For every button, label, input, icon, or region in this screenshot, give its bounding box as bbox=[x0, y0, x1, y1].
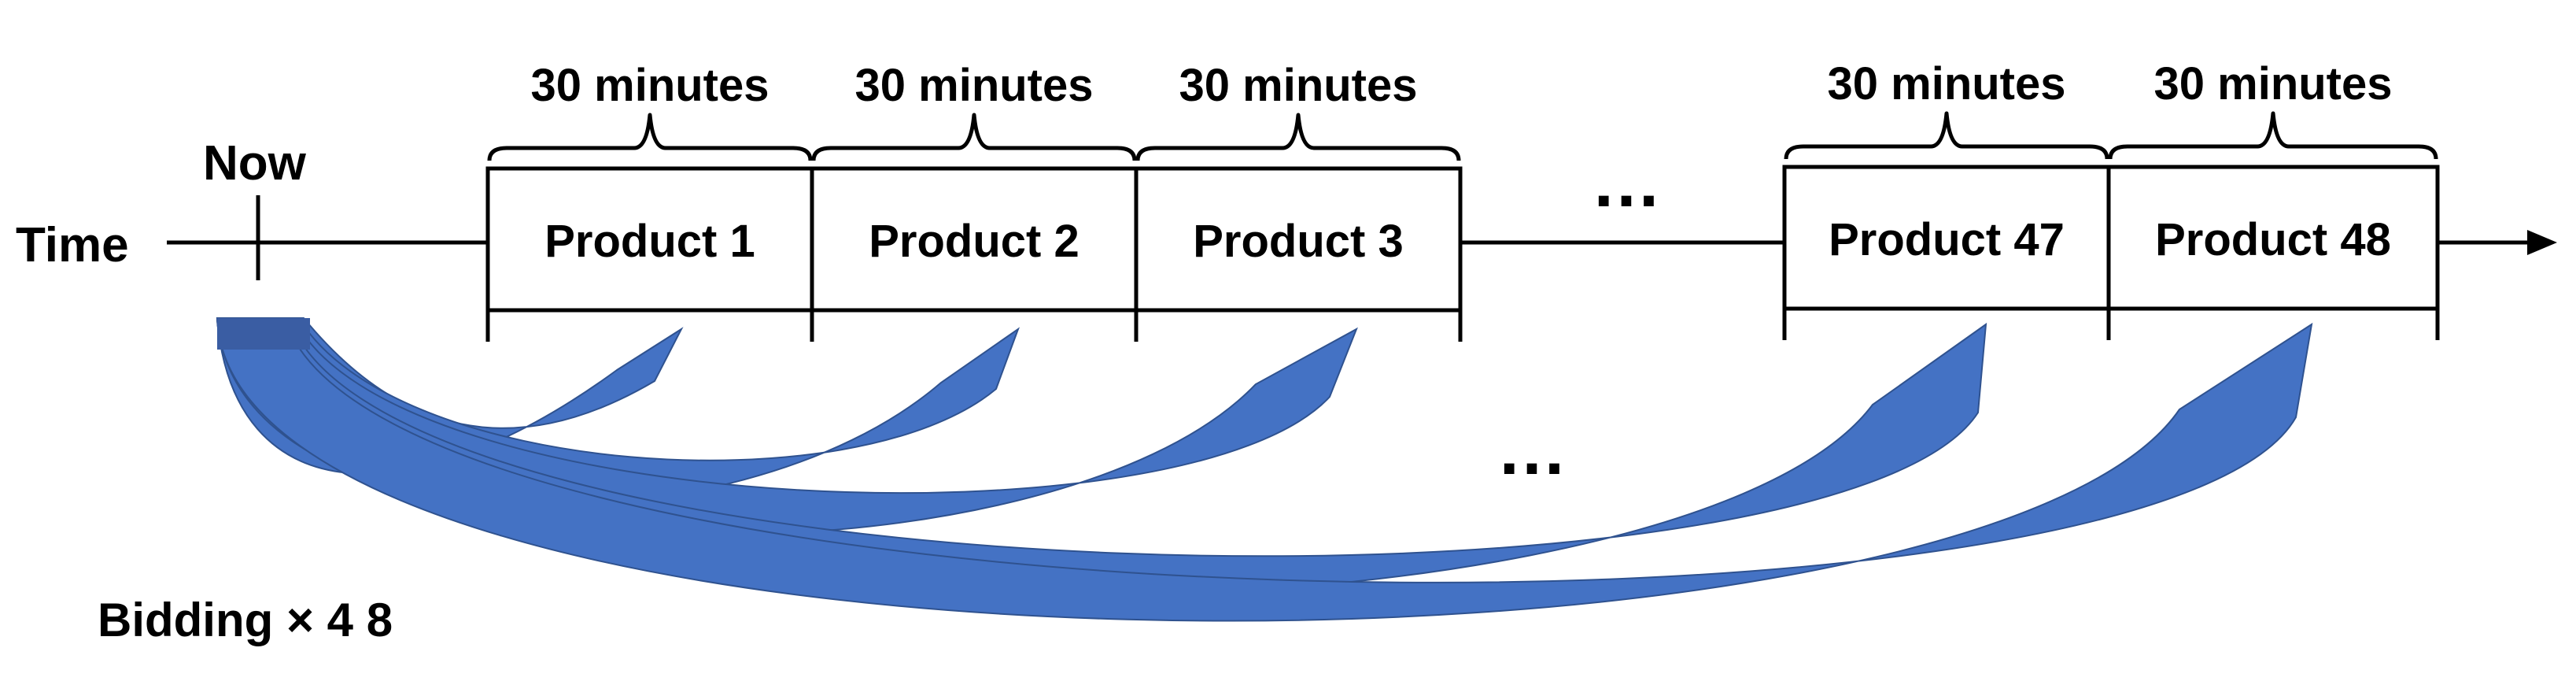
product-box bbox=[810, 166, 1139, 313]
duration-brace bbox=[1135, 113, 1461, 161]
duration-label: 30 minutes bbox=[2154, 58, 2393, 109]
product-box bbox=[485, 166, 814, 313]
product-label: Product 2 bbox=[869, 216, 1079, 267]
product-box bbox=[1782, 165, 2111, 311]
duration-label: 30 minutes bbox=[855, 60, 1094, 111]
ellipsis-bottom: … bbox=[1497, 411, 1572, 490]
duration-label: 30 minutes bbox=[1828, 58, 2066, 109]
duration-brace bbox=[487, 113, 813, 161]
time-axis bbox=[167, 195, 2557, 280]
duration-label: 30 minutes bbox=[531, 60, 769, 111]
product-label: Product 48 bbox=[2155, 214, 2391, 265]
duration-brace bbox=[811, 113, 1137, 161]
product-box bbox=[1134, 166, 1463, 313]
time-axis-arrowhead bbox=[2527, 230, 2557, 255]
bidding-arrow-tail bbox=[217, 318, 310, 350]
bidding-arrows bbox=[216, 317, 2313, 622]
duration-brace bbox=[1784, 111, 2109, 160]
duration-label: 30 minutes bbox=[1179, 60, 1418, 111]
bidding-label: Bidding × 4 8 bbox=[98, 594, 393, 646]
bidding-arrow bbox=[216, 317, 1987, 598]
now-label: Now bbox=[203, 136, 307, 191]
ellipsis-top: … bbox=[1591, 143, 1666, 222]
duration-brace bbox=[2108, 111, 2438, 160]
product-box bbox=[2106, 165, 2440, 311]
product-label: Product 47 bbox=[1829, 214, 2065, 265]
product-label: Product 3 bbox=[1193, 216, 1404, 267]
bidding-arrow bbox=[216, 317, 2313, 622]
time-label: Time bbox=[16, 218, 129, 272]
product-label: Product 1 bbox=[544, 216, 755, 267]
